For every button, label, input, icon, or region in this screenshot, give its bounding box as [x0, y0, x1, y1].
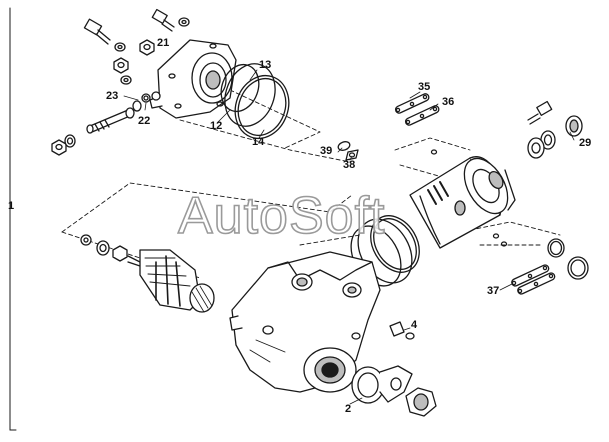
pump-cylinder: [409, 156, 516, 249]
callout-37: 37: [487, 285, 500, 297]
right-small-rings: [430, 149, 589, 280]
callout-22: 22: [138, 115, 151, 127]
frame-label: 1: [8, 200, 15, 212]
callout-35: 35: [418, 81, 431, 93]
pinion-shaft: [80, 234, 215, 313]
main-gear-housing: [229, 251, 381, 393]
nut-washer-left: [51, 134, 76, 156]
callout-leaders: [123, 69, 575, 405]
callout-29: 29: [579, 137, 592, 149]
bolt-upper-left: [83, 18, 126, 52]
link-plates-37: [511, 264, 556, 295]
callout-38: 38: [343, 159, 356, 171]
callout-23: 23: [106, 90, 119, 102]
callout-36: 36: [442, 96, 455, 108]
callout-39: 39: [320, 145, 333, 157]
upper-cover: [149, 39, 237, 119]
plug-4: [389, 321, 415, 340]
bolt-21: [139, 8, 190, 56]
callout-13: 13: [259, 59, 272, 71]
bottom-seal-2: [351, 365, 437, 417]
callout-2: 2: [345, 403, 352, 415]
ring-pin-38-39: [337, 141, 359, 161]
callout-12: 12: [210, 120, 223, 132]
watermark-text: AutoSoft: [177, 187, 386, 245]
nuts-left-upper: [113, 57, 132, 85]
bolt-29: [527, 100, 583, 159]
link-plates-35-36: [394, 93, 440, 126]
callout-21: 21: [157, 37, 170, 49]
valve-stem: [86, 91, 161, 134]
callout-14: 14: [252, 136, 265, 148]
callout-4: 4: [411, 319, 418, 331]
seal-rings-12-14: [220, 63, 290, 140]
